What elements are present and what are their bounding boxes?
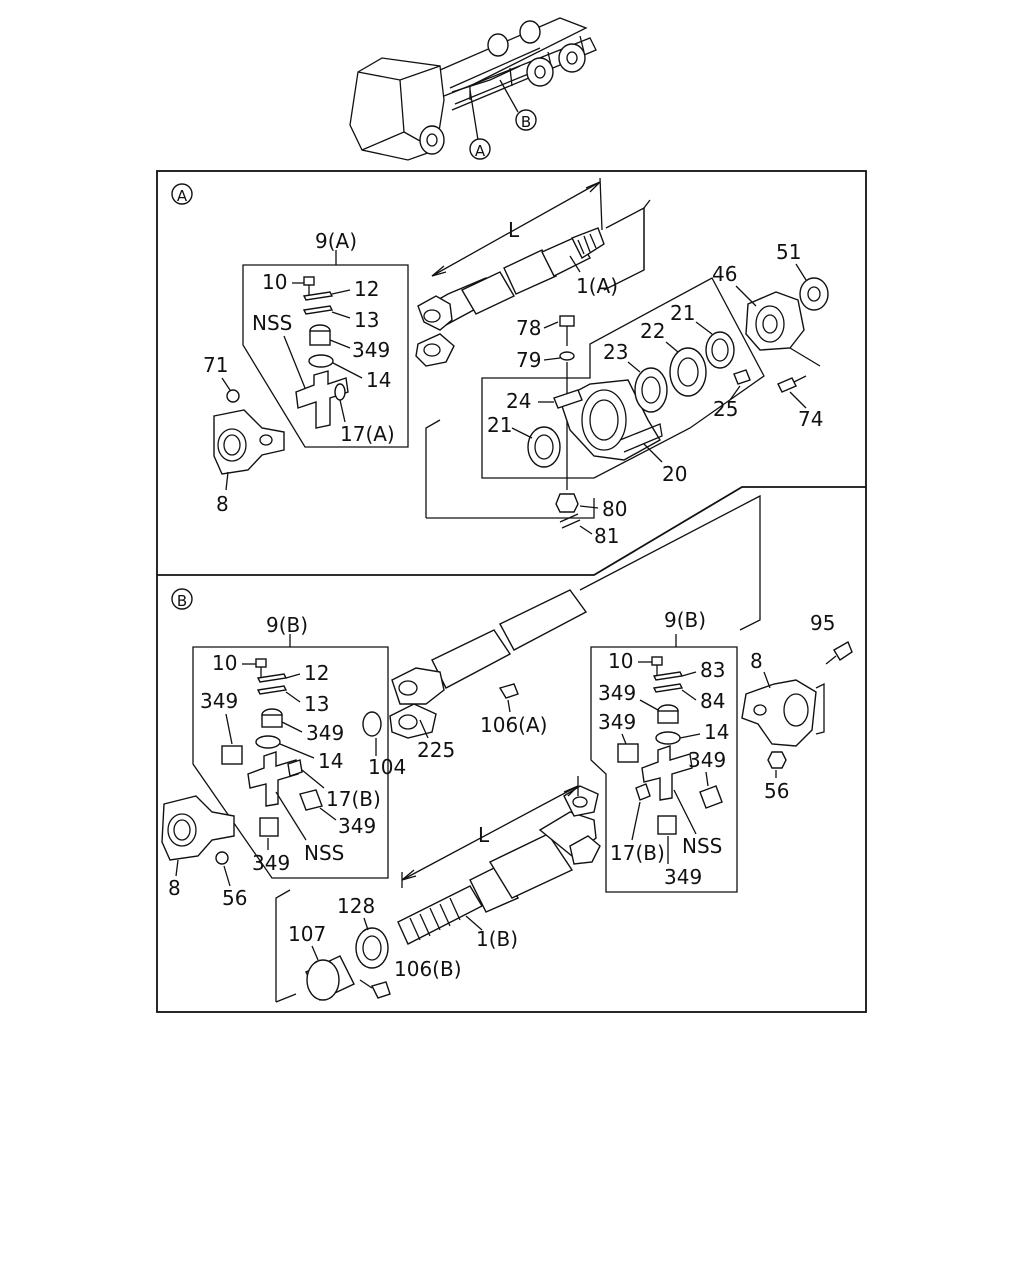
label-a-21-bottom: 21: [487, 413, 512, 437]
label-9a: 9(A): [315, 229, 357, 253]
label-bl-nss: NSS: [304, 841, 344, 865]
label-b-225: 225: [417, 738, 455, 762]
label-bl-14: 14: [318, 749, 343, 773]
dimension-l-b: L: [478, 823, 490, 847]
label-a-13: 13: [354, 308, 379, 332]
label-b-107: 107: [288, 922, 326, 946]
label-br-10: 10: [608, 649, 633, 673]
label-a-12: 12: [354, 277, 379, 301]
label-a-20: 20: [662, 462, 687, 486]
label-a-25: 25: [713, 397, 738, 421]
label-a-71: 71: [203, 353, 228, 377]
truck-overview: A B: [349, 17, 597, 161]
label-br-349a: 349: [598, 681, 636, 705]
section-a-marker: A: [177, 187, 188, 205]
flange-yoke-8a: [213, 409, 285, 475]
label-bl-349b: 349: [306, 721, 344, 745]
label-bl-8: 8: [168, 876, 181, 900]
label-br-95: 95: [810, 611, 835, 635]
label-br-56: 56: [764, 779, 789, 803]
label-br-17b: 17(B): [610, 841, 665, 865]
shaft-1b-splined: [397, 885, 483, 945]
label-a-8: 8: [216, 492, 229, 516]
label-bl-349a: 349: [200, 689, 238, 713]
section-b: B 225 104 106(A) 9(B) 10: [161, 494, 853, 1003]
section-b-marker: B: [177, 592, 187, 610]
label-bl-349d: 349: [252, 851, 290, 875]
label-a-nss: NSS: [252, 311, 292, 335]
label-br-349c: 349: [688, 748, 726, 772]
label-a-21-top: 21: [670, 301, 695, 325]
label-a-349: 349: [352, 338, 390, 362]
label-a-74: 74: [798, 407, 823, 431]
diagram-frame: [156, 170, 867, 1013]
label-b-128: 128: [337, 894, 375, 918]
label-bl-56: 56: [222, 886, 247, 910]
label-a-10: 10: [262, 270, 287, 294]
dimension-l-a: L: [508, 218, 520, 242]
marker-b-overview: B: [521, 113, 531, 131]
kit-box-9b-right: [590, 646, 738, 893]
kit-box-9b-left: [192, 646, 389, 879]
section-divider: [157, 486, 866, 576]
shaft-225-tube: [499, 589, 588, 651]
label-a-79: 79: [516, 348, 541, 372]
label-a-46: 46: [712, 262, 737, 286]
label-a-22: 22: [640, 319, 665, 343]
label-b-106b: 106(B): [394, 957, 462, 981]
label-a-81: 81: [594, 524, 619, 548]
label-br-8: 8: [750, 649, 763, 673]
label-br-349b: 349: [598, 710, 636, 734]
label-a-24: 24: [506, 389, 531, 413]
label-br-14: 14: [704, 720, 729, 744]
kit-box-9a: [242, 264, 409, 448]
companion-flange-46: [745, 291, 805, 351]
label-a-80: 80: [602, 497, 627, 521]
label-br-nss: NSS: [682, 834, 722, 858]
label-a-17a: 17(A): [340, 422, 395, 446]
label-bl-12: 12: [304, 661, 329, 685]
label-b-1b: 1(B): [476, 927, 518, 951]
label-b-106a: 106(A): [480, 713, 547, 737]
label-bl-13: 13: [304, 692, 329, 716]
center-bearing-20: [559, 379, 661, 461]
marker-a-overview: A: [475, 142, 486, 160]
label-bl-349c: 349: [338, 814, 376, 838]
label-bl-10: 10: [212, 651, 237, 675]
label-b-104: 104: [368, 755, 406, 779]
section-a: A 9(A) 10 12 13 NSS 349 14 17(A): [171, 177, 829, 548]
label-a-14: 14: [366, 368, 391, 392]
center-bearing-box: [481, 277, 765, 479]
label-br-83: 83: [700, 658, 725, 682]
label-9b-right: 9(B): [664, 608, 706, 632]
flange-yoke-8b-right: [741, 679, 817, 747]
label-a-51: 51: [776, 240, 801, 264]
label-br-84: 84: [700, 689, 725, 713]
label-a-23: 23: [603, 340, 628, 364]
label-a-78: 78: [516, 316, 541, 340]
label-9b-left: 9(B): [266, 613, 308, 637]
label-br-349d: 349: [664, 865, 702, 889]
flange-yoke-8b-left: [161, 795, 235, 861]
label-bl-17b: 17(B): [326, 787, 381, 811]
